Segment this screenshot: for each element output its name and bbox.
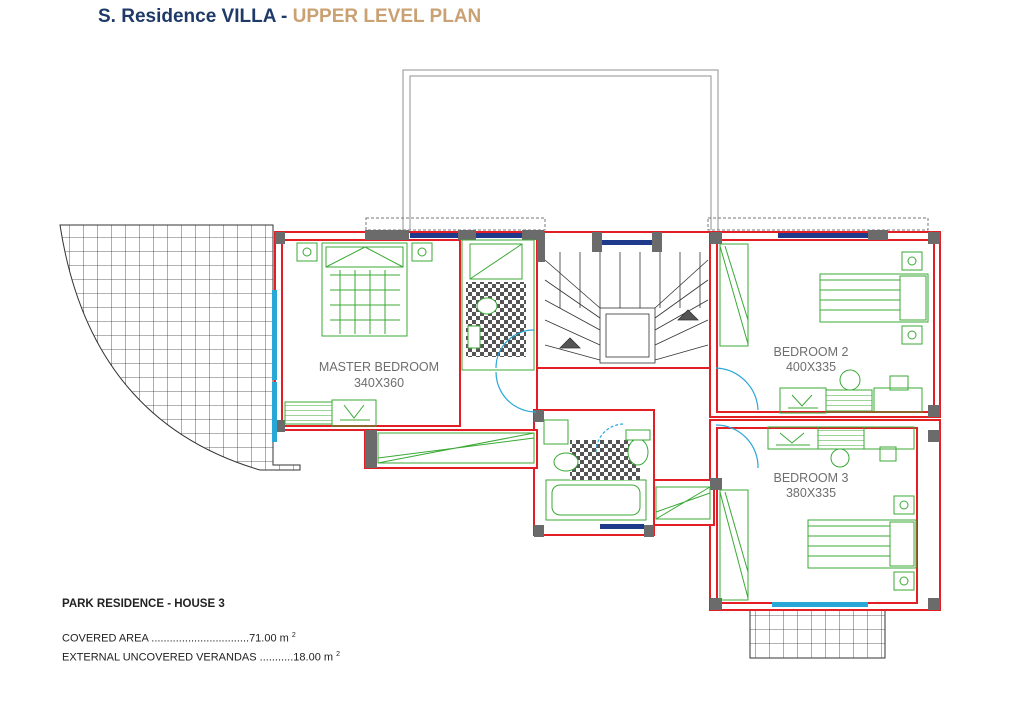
structural-columns [275, 230, 940, 610]
title-dash: - [275, 6, 293, 27]
area-value: 18.00 m [293, 651, 334, 664]
windows [272, 233, 868, 607]
area-label: EXTERNAL UNCOVERED VERANDAS [62, 651, 257, 664]
room-name-bedroom-3: BEDROOM 3 [773, 471, 848, 485]
room-size-bedroom-3: 380X335 [786, 486, 836, 500]
title-main: S. Residence VILLA [98, 6, 276, 27]
corridor-stairs [655, 486, 711, 520]
area-unit-sup: 2 [336, 650, 340, 658]
area-row-covered: COVERED AREA ...........................… [62, 628, 340, 647]
master-bed [284, 242, 433, 427]
left-veranda [59, 224, 301, 471]
bottom-balcony [749, 609, 886, 659]
walls [274, 231, 941, 611]
room-name-master: MASTER BEDROOM [319, 360, 439, 374]
master-ensuite [461, 239, 535, 371]
master-wardrobe [377, 432, 535, 464]
area-unit-sup: 2 [291, 632, 296, 639]
area-summary: PARK RESIDENCE - HOUSE 3 COVERED AREA ..… [62, 598, 340, 665]
staircase [544, 252, 709, 364]
area-value: 71.00 m [249, 632, 289, 645]
upper-terrace-outline [365, 69, 929, 231]
room-labels: MASTER BEDROOM 340X360 BEDROOM 2 400X335… [319, 345, 849, 500]
title-sub: UPPER LEVEL PLAN [292, 6, 482, 27]
main-bathroom [543, 419, 651, 521]
house-heading: PARK RESIDENCE - HOUSE 3 [62, 598, 225, 610]
area-row-verandas: EXTERNAL UNCOVERED VERANDAS ...........1… [62, 647, 340, 666]
room-size-master: 340X360 [354, 376, 404, 390]
door-swings [495, 329, 759, 469]
area-dots: ................................ [151, 632, 250, 645]
bedroom-2-furniture [719, 243, 929, 414]
room-size-bedroom-2: 400X335 [786, 360, 836, 374]
area-dots: ........... [259, 651, 294, 664]
area-label: COVERED AREA [62, 632, 149, 645]
room-name-bedroom-2: BEDROOM 2 [773, 345, 848, 359]
plan-title: S. Residence VILLA - UPPER LEVEL PLAN [98, 6, 481, 28]
bedroom-3-furniture [719, 426, 917, 601]
